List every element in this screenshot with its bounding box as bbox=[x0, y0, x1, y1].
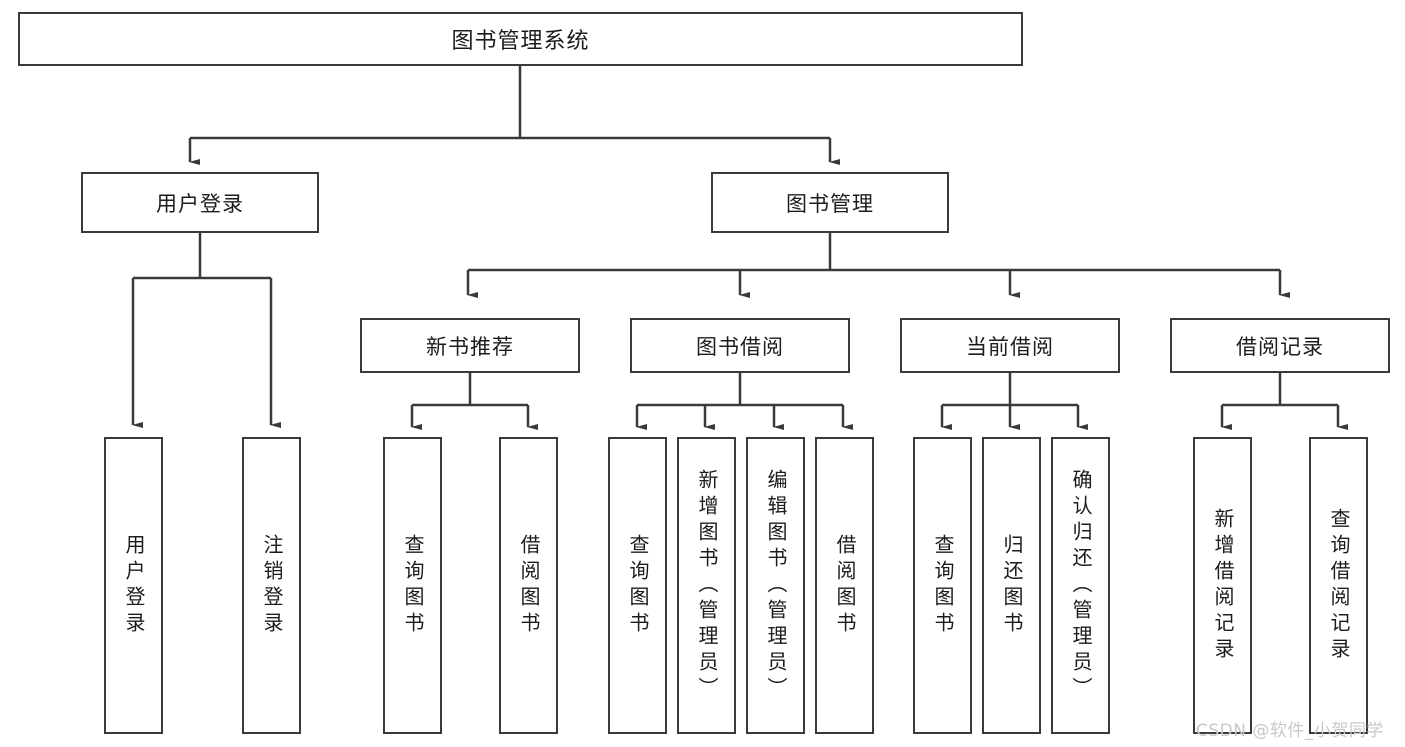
node-new-book-recommend[interactable]: 新书推荐 bbox=[360, 318, 580, 373]
node-current-borrow[interactable]: 当前借阅 bbox=[900, 318, 1120, 373]
leaf-borrow-book[interactable]: 借阅图书 bbox=[815, 437, 874, 734]
leaf-add-borrow-record[interactable]: 新增借阅记录 bbox=[1193, 437, 1252, 734]
leaf-logout-label: 注销登录 bbox=[260, 533, 284, 638]
leaf-logout[interactable]: 注销登录 bbox=[242, 437, 301, 734]
leaf-query-borrow-record[interactable]: 查询借阅记录 bbox=[1309, 437, 1368, 734]
node-user-login[interactable]: 用户登录 bbox=[81, 172, 319, 233]
node-book-management[interactable]: 图书管理 bbox=[711, 172, 949, 233]
leaf-borrow-book-recommend[interactable]: 借阅图书 bbox=[499, 437, 558, 734]
node-root-label: 图书管理系统 bbox=[451, 29, 590, 54]
leaf-return-book-label: 归还图书 bbox=[1000, 533, 1024, 638]
leaf-add-book-admin-label: 新增图书（管理员） bbox=[695, 468, 719, 703]
leaf-query-book-recommend[interactable]: 查询图书 bbox=[383, 437, 442, 734]
node-book-borrow[interactable]: 图书借阅 bbox=[630, 318, 850, 373]
leaf-confirm-return-admin-label: 确认归还（管理员） bbox=[1069, 468, 1093, 703]
leaf-return-book[interactable]: 归还图书 bbox=[982, 437, 1041, 734]
leaf-query-book-label: 查询图书 bbox=[626, 533, 650, 638]
leaf-user-login[interactable]: 用户登录 bbox=[104, 437, 163, 734]
leaf-confirm-return-admin[interactable]: 确认归还（管理员） bbox=[1051, 437, 1110, 734]
node-new-book-recommend-label: 新书推荐 bbox=[426, 334, 514, 359]
node-borrow-record[interactable]: 借阅记录 bbox=[1170, 318, 1390, 373]
leaf-user-login-label: 用户登录 bbox=[122, 533, 146, 638]
leaf-add-borrow-record-label: 新增借阅记录 bbox=[1211, 507, 1235, 664]
node-current-borrow-label: 当前借阅 bbox=[966, 334, 1054, 359]
leaf-edit-book-admin-label: 编辑图书（管理员） bbox=[764, 468, 788, 703]
leaf-query-book-recommend-label: 查询图书 bbox=[401, 533, 425, 638]
node-root[interactable]: 图书管理系统 bbox=[18, 12, 1023, 66]
leaf-query-book[interactable]: 查询图书 bbox=[608, 437, 667, 734]
watermark: CSDN @软件_小贺同学 bbox=[1196, 721, 1384, 741]
leaf-borrow-book-recommend-label: 借阅图书 bbox=[517, 533, 541, 638]
leaf-borrow-book-label: 借阅图书 bbox=[833, 533, 857, 638]
leaf-add-book-admin[interactable]: 新增图书（管理员） bbox=[677, 437, 736, 734]
leaf-query-book-current[interactable]: 查询图书 bbox=[913, 437, 972, 734]
leaf-query-book-current-label: 查询图书 bbox=[931, 533, 955, 638]
node-user-login-label: 用户登录 bbox=[156, 191, 244, 216]
leaf-query-borrow-record-label: 查询借阅记录 bbox=[1327, 507, 1351, 664]
node-book-borrow-label: 图书借阅 bbox=[696, 334, 784, 359]
node-borrow-record-label: 借阅记录 bbox=[1236, 334, 1324, 359]
node-book-management-label: 图书管理 bbox=[786, 191, 874, 216]
leaf-edit-book-admin[interactable]: 编辑图书（管理员） bbox=[746, 437, 805, 734]
